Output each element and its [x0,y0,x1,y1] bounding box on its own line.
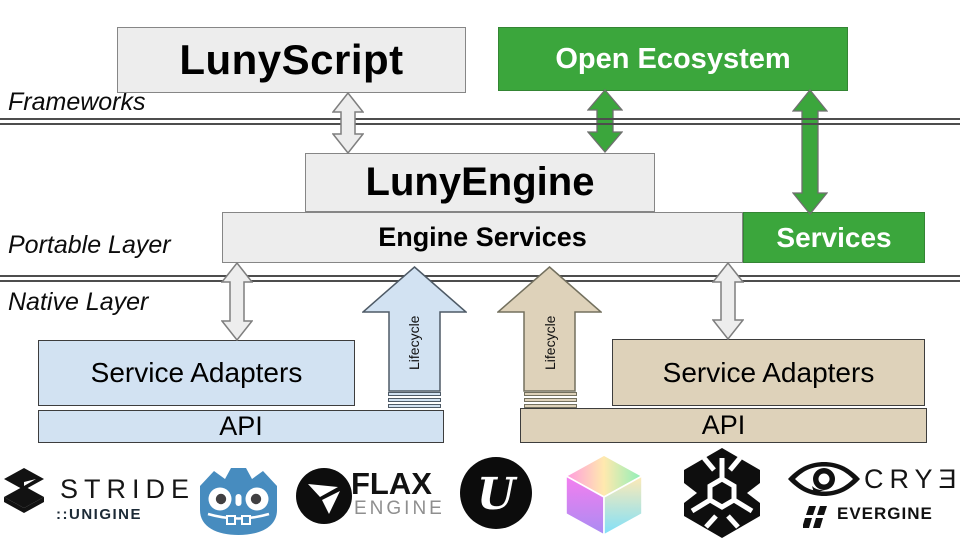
open-ecosystem-lunyengine-arrow-icon [587,89,623,153]
lifecycle-bar-left-3 [388,404,441,408]
gradient-cube-icon [566,455,642,535]
engine-services-box: Engine Services [222,212,743,263]
frameworks-separator-line-1 [0,118,960,120]
service-adapters-right-box: Service Adapters [612,339,925,406]
lifecycle-bar-right-2 [524,398,577,402]
lunyscript-lunyengine-arrow-icon [332,92,364,154]
godot-logo-icon [200,468,277,535]
flax-engine-subtext: ENGINE [354,498,445,519]
frameworks-separator-line-2 [0,123,960,125]
unreal-logo-icon: U [460,457,532,529]
lunyscript-box: LunyScript [117,27,466,93]
stride-logo-text: STRIDE [60,474,196,504]
lifecycle-bar-left-1 [388,392,441,396]
open-ecosystem-box: Open Ecosystem [498,27,848,91]
stride-logo-icon [4,468,44,513]
lifecycle-arrow-right-icon [497,266,602,392]
flax-logo-text: FLAX [351,466,432,501]
cryengine-logo-text: CRYƎN [864,464,960,494]
unity-logo-icon [684,448,760,538]
native-separator-line-1 [0,275,960,277]
engine-services-adapters-arrow-left-icon [221,262,253,341]
cryengine-eye-icon [788,462,860,496]
flax-logo-icon [296,468,352,524]
lifecycle-bar-left-2 [388,398,441,402]
api-left-box: API [38,410,444,443]
lifecycle-bar-right-3 [524,404,577,408]
lifecycle-arrow-left-icon [362,266,467,392]
lifecycle-bar-right-1 [524,392,577,396]
lifecycle-label-right: Lifecycle [542,315,558,370]
native-separator-line-2 [0,280,960,282]
evergine-logo-icon [803,506,827,528]
open-ecosystem-services-arrow-icon [792,89,828,215]
services-box: Services [743,212,925,263]
lifecycle-label-left: Lifecycle [406,315,422,370]
api-right-box: API [520,408,927,443]
native-layer-label: Native Layer [8,288,149,316]
portable-layer-label: Portable Layer [8,231,171,259]
unigine-logo-text: ::UNIGINE [56,506,142,523]
lunyengine-box: LunyEngine [305,153,655,212]
unreal-letter: U [477,469,518,520]
engine-services-adapters-arrow-right-icon [712,262,744,340]
service-adapters-left-box: Service Adapters [38,340,355,406]
evergine-logo-text: EVERGINE [837,504,933,523]
